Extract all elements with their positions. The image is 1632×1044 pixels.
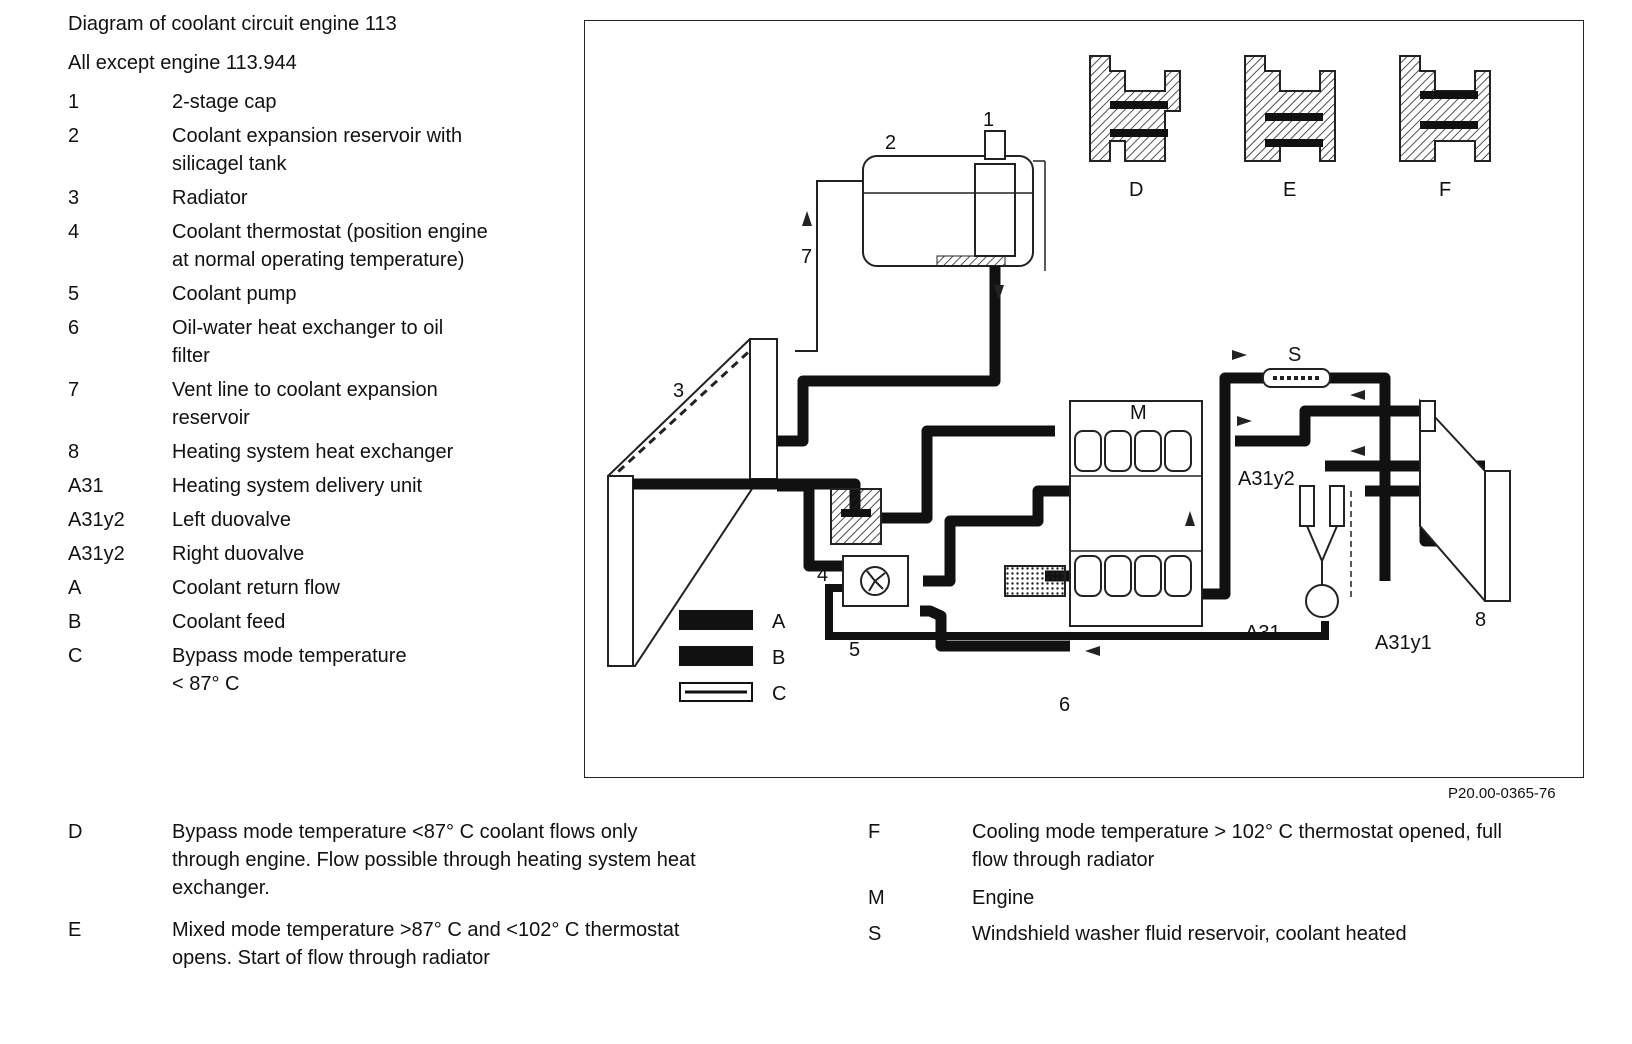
description-s: S Windshield washer fluid reservoir, coo…	[868, 923, 1407, 945]
key-label-a: A	[772, 611, 786, 633]
label-washer-reservoir: S	[1288, 344, 1301, 366]
vent-line	[795, 180, 863, 352]
expansion-reservoir	[862, 130, 1046, 271]
label-a31y2: A31y2	[1238, 468, 1295, 490]
description-m: M Engine	[868, 887, 1035, 909]
label-a31: A31	[1245, 622, 1281, 644]
label-7: 7	[801, 246, 812, 268]
left-arrow-icon	[1350, 390, 1365, 400]
diagram-frame: 1 2 3 4 5 6 7 8 M S D E F A31 A31y1 A31y…	[584, 20, 1584, 778]
thermostat-mode-f	[1399, 55, 1491, 162]
impeller-icon	[866, 570, 886, 592]
heating-system-heat-exchanger	[1419, 398, 1511, 602]
label-2: 2	[885, 132, 896, 154]
feed-pipe	[825, 584, 1329, 640]
label-mode-f: F	[1439, 179, 1451, 201]
engine	[1069, 400, 1203, 627]
figure-code: P20.00-0365-76	[1448, 785, 1556, 802]
label-engine: M	[1130, 402, 1147, 424]
key-swatch-a	[679, 610, 753, 630]
label-3: 3	[673, 380, 684, 402]
thermostat-mode-d	[1089, 55, 1181, 162]
down-arrow-icon	[994, 285, 1004, 300]
up-arrow-icon	[802, 211, 812, 226]
label-1: 1	[983, 109, 994, 131]
label-a31y1: A31y1	[1375, 632, 1432, 654]
right-arrow-icon	[1237, 416, 1252, 426]
key-label-b: B	[772, 647, 785, 669]
left-arrow-icon	[1085, 646, 1100, 656]
up-arrow-icon	[1185, 511, 1195, 526]
left-arrow-icon	[1350, 446, 1365, 456]
oil-water-heat-exchanger	[1004, 565, 1066, 597]
label-4: 4	[817, 564, 828, 586]
right-arrow-icon	[1232, 350, 1247, 360]
description-f: F Cooling mode temperature > 102° C ther…	[868, 821, 1502, 871]
label-6: 6	[1059, 694, 1070, 716]
coolant-circuit-diagram: 1 2 3 4 5 6 7 8 M S D E F A31 A31y1 A31y…	[606, 55, 1511, 716]
thermostat-mode-e	[1244, 55, 1336, 162]
label-mode-d: D	[1129, 179, 1143, 201]
label-mode-e: E	[1283, 179, 1296, 201]
key-swatch-b	[679, 646, 753, 666]
label-8: 8	[1475, 609, 1486, 631]
page-title: Diagram of coolant circuit engine 113	[68, 13, 397, 35]
heating-delivery-unit	[1299, 485, 1352, 618]
thermostat-plate	[841, 509, 871, 517]
label-5: 5	[849, 639, 860, 661]
description-e: E Mixed mode temperature >87° C and <102…	[68, 919, 680, 969]
description-d: D Bypass mode temperature <87° C coolant…	[68, 821, 696, 899]
key-label-c: C	[772, 683, 786, 705]
page-subtitle: All except engine 113.944	[68, 52, 297, 74]
